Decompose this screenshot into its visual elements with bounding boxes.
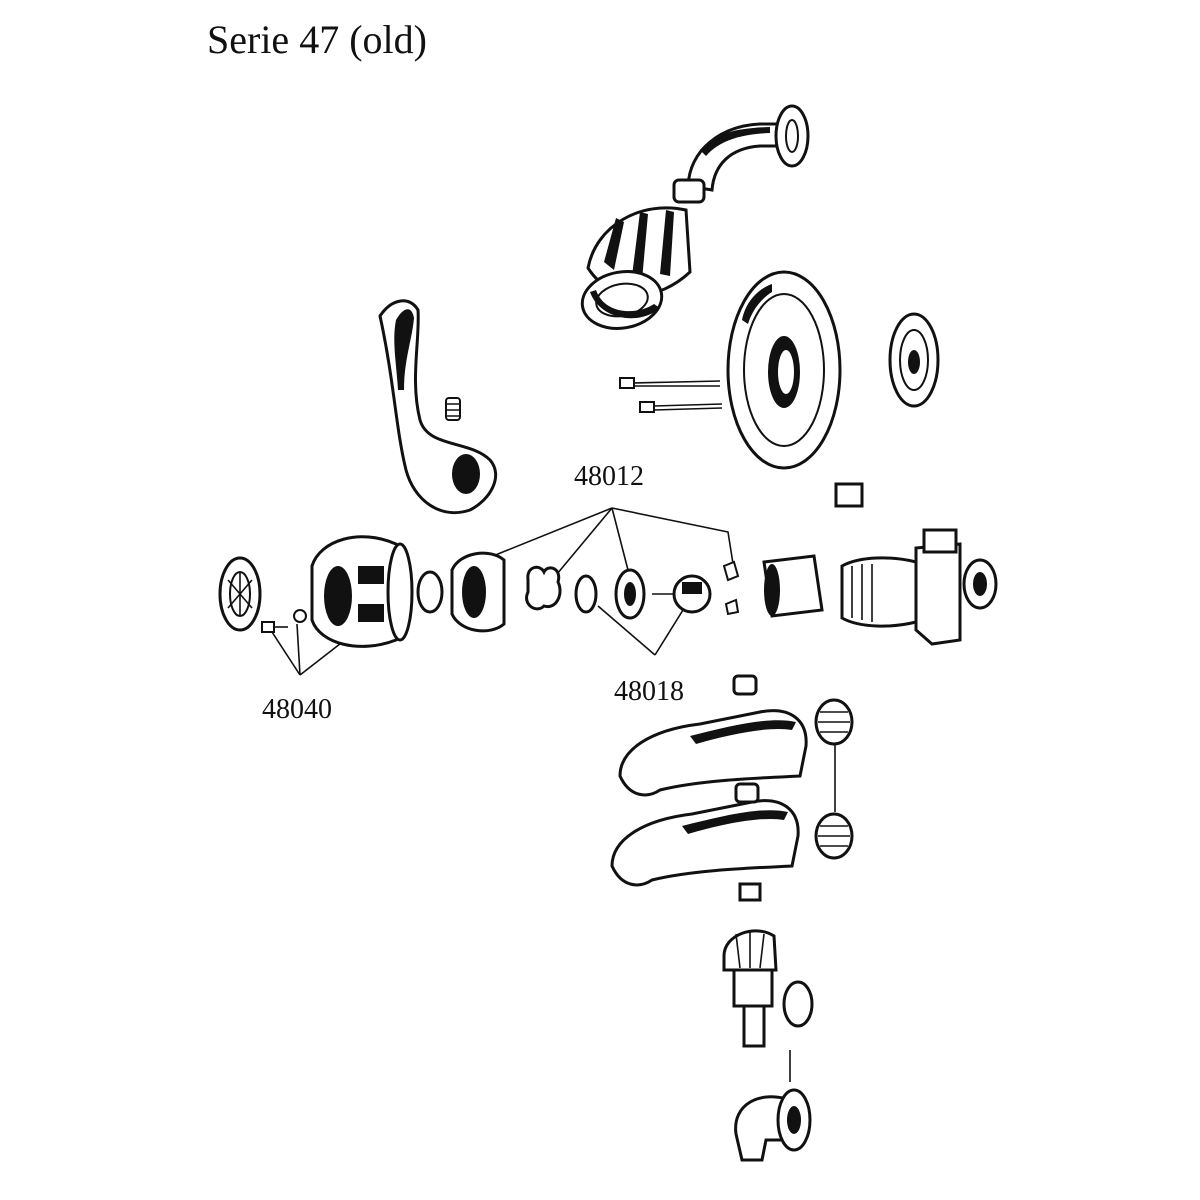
leader-lines <box>271 507 836 1082</box>
adapter-icon <box>814 698 854 860</box>
shower-arm-icon <box>672 104 810 204</box>
diverter-valve-icon <box>722 929 814 1048</box>
callout-48018: 48018 <box>614 676 684 707</box>
screw-icon <box>619 377 723 413</box>
flange-icon <box>888 312 940 408</box>
lever-handle-icon <box>378 299 497 515</box>
wall-elbow-icon <box>734 1088 812 1162</box>
diverter-spout-icon <box>610 782 800 902</box>
callout-48012: 48012 <box>574 461 644 492</box>
shower-head-icon <box>580 206 692 330</box>
valve-body-icon <box>762 482 998 646</box>
page-title: Serie 47 (old) <box>207 17 427 62</box>
escutcheon-plate-icon <box>726 270 842 470</box>
tub-spout-icon <box>618 674 808 797</box>
valve-cartridge-icon <box>218 535 740 648</box>
callout-48040: 48040 <box>262 694 332 725</box>
